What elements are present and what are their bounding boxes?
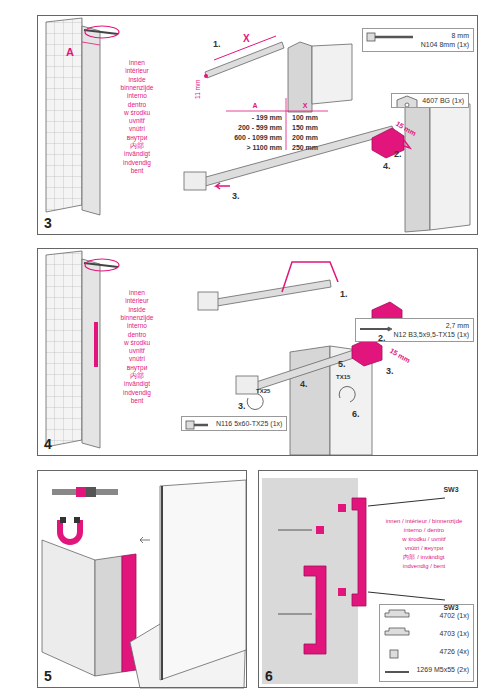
pink-callout: внутри [127,365,148,372]
callout-text: - 199 mm [252,114,282,121]
step-panel: 5 [37,470,247,688]
callout-text: 250 mm [292,144,318,151]
callout-text: TX15 [336,374,350,380]
pink-callout: invändigt [124,151,150,158]
pink-callout: dentro [128,102,146,109]
pink-callout: invändigt [124,381,150,388]
pink-callout: w środku / uvnitř [402,536,446,542]
step-panel: 6 4702 (1x)4703 (1x)4726 (4x)1269 M5x55 (… [258,470,478,688]
parts-box: 2,7 mmN12 B3,5x9,5-TX15 (1x) [355,318,474,342]
part-label: N116 5x60-TX25 (1x) [216,419,282,428]
callout-text: 100 mm [292,114,318,121]
part-label: N104 8mm (1x) [421,40,469,49]
callout-text: 150 mm [292,124,318,131]
pink-callout: intérieur [125,298,148,305]
pink-callout: indvendig / bent [403,563,445,569]
pink-callout: binnenzijde [121,315,154,322]
callout-text: 3. [386,367,394,376]
callout-text: SW3 [443,604,458,611]
part-label: 8 mm [421,31,469,40]
callout-text: 2. [378,334,386,343]
pink-callout: uvnitř [129,348,145,355]
part-label: 2,7 mm [394,321,469,330]
pink-callout: w środku [124,340,150,347]
pink-callout: A [66,47,74,58]
callout-text: 2. [394,150,402,159]
callout-text: 200 mm [292,134,318,141]
callout-text: 4. [300,380,308,389]
callout-text: 4. [383,162,391,171]
pink-callout: A [252,102,257,109]
pink-callout: 内部 [130,373,144,380]
step-panel: 4 2,7 mmN12 B3,5x9,5-TX15 (1x) N116 5x60-T… [37,248,478,456]
pink-callout: indvendig [123,160,151,167]
pink-callout: innen / intérieur / binnenzijde [386,518,463,524]
pink-callout: dentro [128,332,146,339]
part-label: 4607 BG (1x) [422,96,464,105]
part-icon [394,94,420,107]
pink-callout: 11 mm [195,80,202,99]
parts-box: 8 mmN104 8mm (1x) [362,28,474,52]
part-label: N12 B3,5x9,5-TX15 (1x) [394,330,469,339]
part-icon [365,29,419,51]
part-label: 4726 (4x) [416,643,469,661]
pink-callout: interno [127,323,147,330]
parts-box: 4702 (1x)4703 (1x)4726 (4x)1269 M5x55 (2… [379,604,474,682]
step-number: 6 [265,668,273,684]
pink-callout: внутри [127,135,148,142]
pink-callout: 内部 / invändigt [403,554,444,560]
parts-box: 4607 BG (1x) [391,93,469,108]
callout-text: 3. [238,402,246,411]
callout-text: 1. [340,290,348,299]
part-label: 4702 (1x) [416,607,469,625]
part-label: 4703 (1x) [416,625,469,643]
parts-box: N116 5x60-TX25 (1x) [181,416,287,431]
callout-text: SW3 [443,486,458,493]
pink-callout: X [243,34,250,44]
callout-text: TX25 [256,388,270,394]
pink-callout: 内部 [130,143,144,150]
part-icon [358,319,392,341]
pink-callout: bent [131,398,144,405]
callout-text: > 1100 mm [246,144,282,151]
pink-callout: interno / dentro [404,527,444,533]
pink-callout: innen [129,290,145,297]
part-icon [382,605,414,681]
callout-text: 1. [213,40,221,49]
pink-callout: indvendig [123,390,151,397]
pink-callout: uvnitř [129,118,145,125]
pink-callout: bent [131,168,144,175]
step-number: 3 [44,215,52,231]
part-icon [184,417,214,430]
pink-callout: vnútri [129,126,145,133]
pink-callout: interno [127,93,147,100]
pink-callout: intérieur [125,68,148,75]
pink-callout: inside [129,77,146,84]
callout-text: 6. [352,410,360,419]
pink-callout: inside [129,307,146,314]
callout-text: 3. [232,192,240,201]
pink-callout: vnútri / внутри [405,545,444,551]
pink-callout: X [303,102,308,109]
step-number: 5 [44,668,52,684]
pink-callout: innen [129,60,145,67]
callout-text: 200 - 599 mm [238,124,282,131]
pink-callout: 15 mm [389,347,412,364]
part-label: 1269 M5x55 (2x) [416,661,469,679]
step-number: 4 [44,436,52,452]
pink-callout: binnenzijde [121,85,154,92]
pink-callout: w środku [124,110,150,117]
callout-text: 5. [338,360,346,369]
pink-callout: vnútri [129,356,145,363]
callout-text: 600 - 1099 mm [234,134,282,141]
